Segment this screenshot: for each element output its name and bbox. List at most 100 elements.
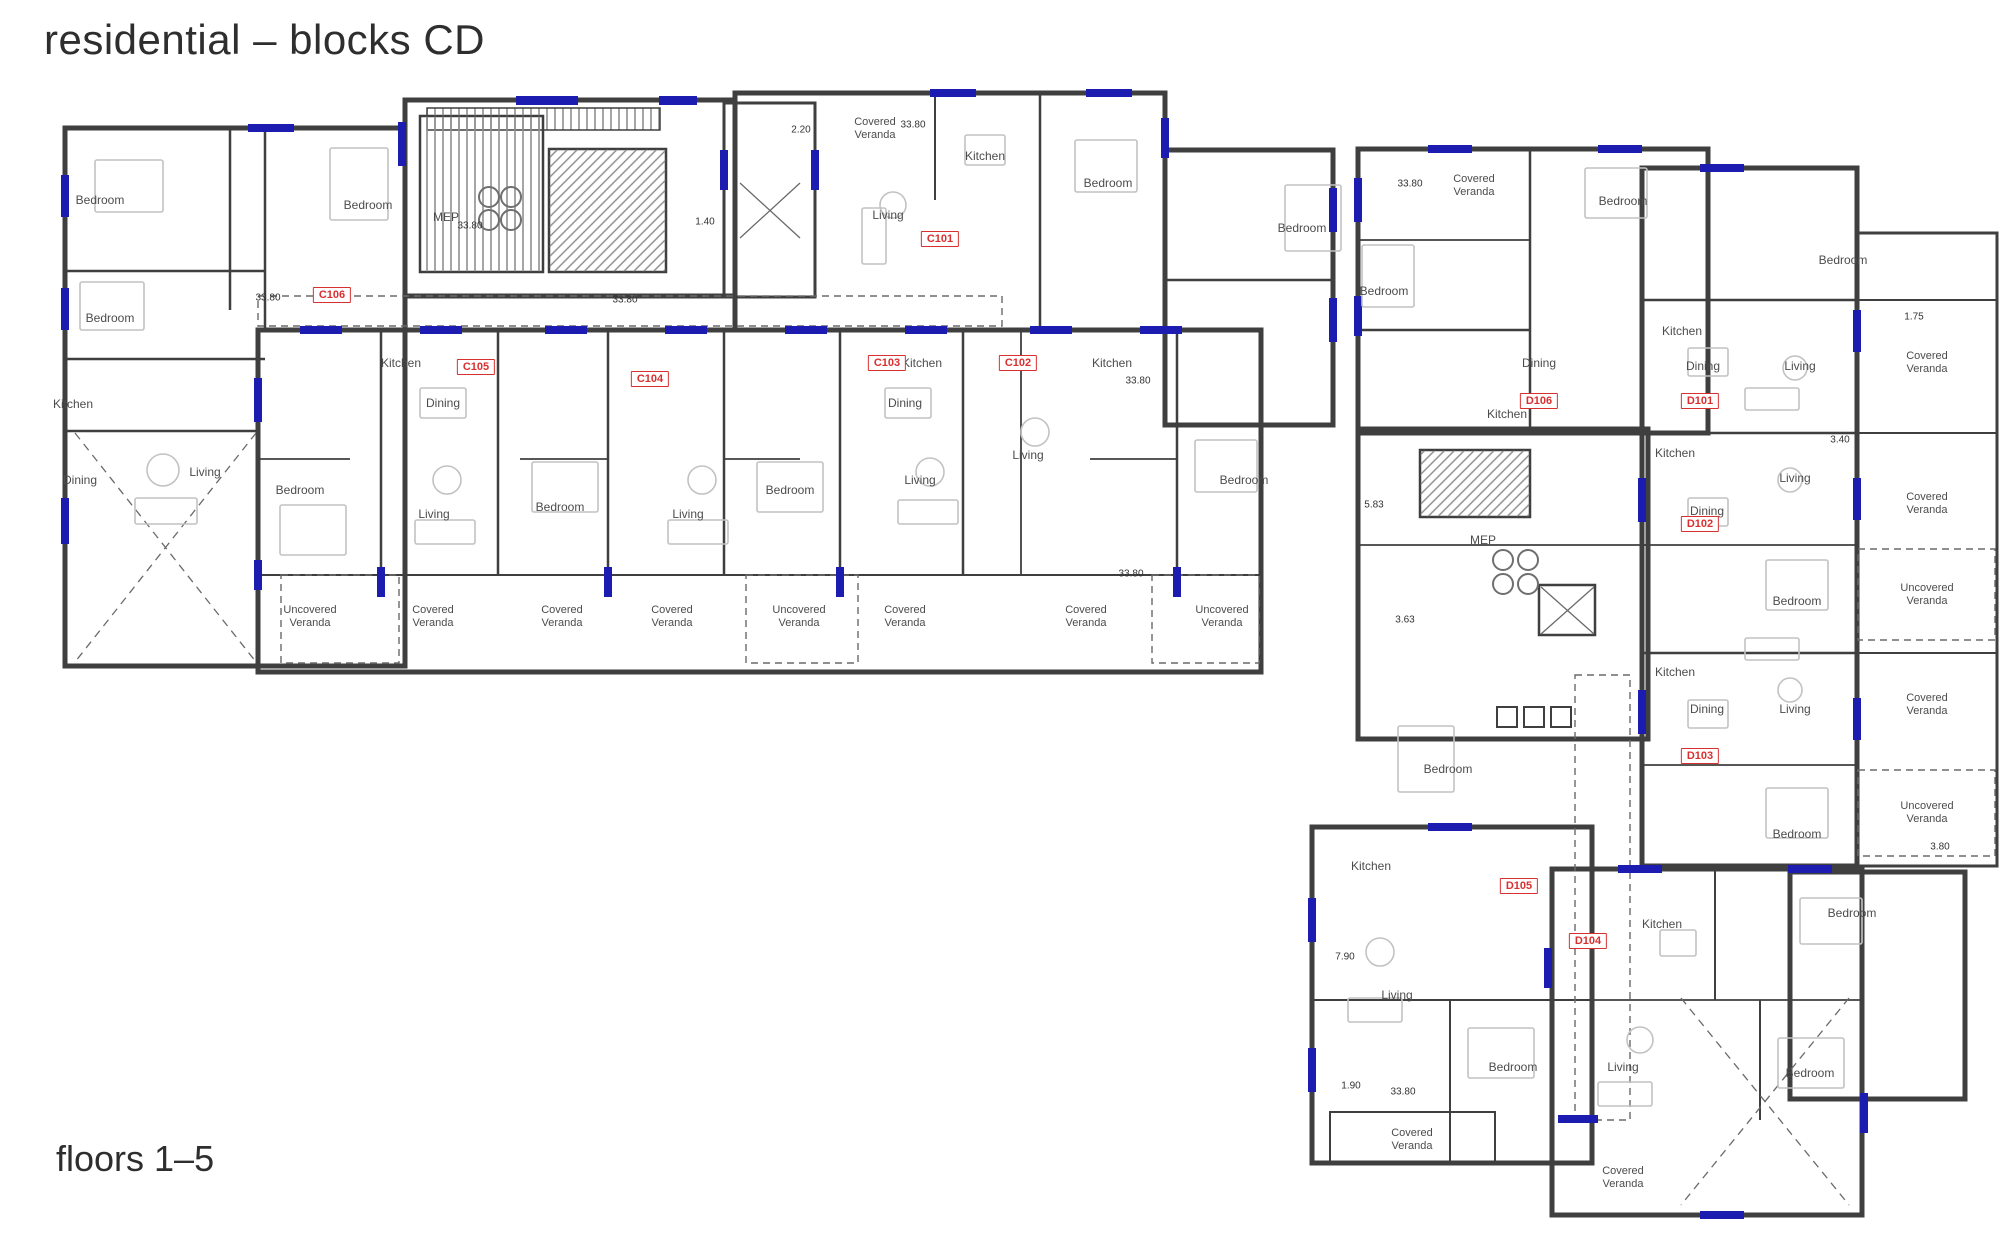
accent-wall-segment bbox=[720, 150, 728, 190]
accent-wall-segment bbox=[659, 96, 697, 105]
accent-wall-segment bbox=[1618, 865, 1662, 873]
dashed-boundary bbox=[1857, 769, 1996, 857]
hatch-area bbox=[1419, 449, 1531, 518]
dashed-boundary bbox=[280, 574, 400, 664]
accent-wall-segment bbox=[248, 124, 294, 132]
mep-equipment-circle bbox=[1492, 573, 1514, 595]
furniture-item bbox=[1744, 387, 1800, 411]
mep-equipment-circle bbox=[1517, 573, 1539, 595]
accent-wall-segment bbox=[811, 150, 819, 190]
veranda-diagonal-line bbox=[1680, 997, 1850, 1206]
elevator-cross-line bbox=[739, 182, 801, 239]
accent-wall-segment bbox=[545, 326, 587, 334]
accent-wall-segment bbox=[905, 326, 947, 334]
elevator-cross-line bbox=[1540, 586, 1595, 635]
furniture-item bbox=[1194, 439, 1258, 493]
furniture-table bbox=[146, 453, 180, 487]
wall-outline bbox=[1355, 146, 1711, 436]
accent-wall-segment bbox=[1354, 178, 1362, 222]
wall-outline bbox=[1162, 147, 1336, 428]
accent-wall-segment bbox=[1638, 690, 1646, 734]
furniture-item bbox=[1397, 725, 1455, 793]
furniture-item bbox=[329, 147, 389, 221]
wall-outline bbox=[1329, 1111, 1496, 1165]
accent-wall-segment bbox=[61, 498, 69, 544]
wall-outline bbox=[1537, 583, 1597, 637]
accent-wall-segment bbox=[61, 288, 69, 330]
accent-wall-segment bbox=[1428, 823, 1472, 831]
accent-wall-segment bbox=[300, 326, 342, 334]
furniture-table bbox=[1626, 1026, 1654, 1054]
accent-wall-segment bbox=[1140, 326, 1182, 334]
accent-wall-segment bbox=[420, 326, 462, 334]
furniture-item bbox=[1765, 787, 1829, 839]
accent-wall-segment bbox=[254, 378, 262, 422]
accent-wall-segment bbox=[1853, 698, 1861, 740]
accent-wall-segment bbox=[665, 326, 707, 334]
furniture-item bbox=[1347, 997, 1403, 1023]
furniture-table bbox=[1020, 417, 1050, 447]
furniture-item bbox=[897, 499, 959, 525]
furniture-item bbox=[964, 134, 1006, 166]
accent-wall-segment bbox=[1161, 118, 1169, 158]
furniture-table bbox=[1365, 937, 1395, 967]
mep-equipment-circle bbox=[478, 209, 500, 231]
wall-outline bbox=[1855, 231, 1999, 868]
wall-outline bbox=[1496, 706, 1518, 728]
furniture-item bbox=[1765, 559, 1829, 611]
accent-wall-segment bbox=[1308, 898, 1316, 942]
furniture-item bbox=[1777, 1037, 1845, 1089]
wall-outline bbox=[62, 125, 408, 669]
accent-wall-segment bbox=[398, 122, 406, 166]
accent-wall-segment bbox=[254, 560, 262, 590]
mep-equipment-circle bbox=[500, 186, 522, 208]
furniture-table bbox=[1782, 355, 1808, 381]
wall-outline bbox=[1355, 426, 1651, 742]
wall-outline bbox=[255, 327, 1264, 675]
furniture-item bbox=[1584, 167, 1648, 219]
furniture-item bbox=[1659, 929, 1697, 957]
wall-outline bbox=[1550, 706, 1572, 728]
wall-outline bbox=[1639, 165, 1860, 869]
furniture-item bbox=[884, 387, 932, 419]
furniture-table bbox=[1777, 467, 1803, 493]
accent-wall-segment bbox=[516, 96, 578, 105]
accent-wall-segment bbox=[1700, 1211, 1744, 1219]
page-title: residential – blocks CD bbox=[44, 16, 486, 63]
furniture-item bbox=[756, 461, 824, 513]
floors-label: floors 1–5 bbox=[56, 1138, 215, 1179]
furniture-item bbox=[1361, 244, 1415, 308]
accent-wall-segment bbox=[930, 89, 976, 97]
accent-wall-segment bbox=[1030, 326, 1072, 334]
wall-outline bbox=[722, 101, 817, 299]
furniture-item bbox=[94, 159, 164, 213]
accent-wall-segment bbox=[836, 567, 844, 597]
accent-wall-segment bbox=[1638, 478, 1646, 522]
furniture-item bbox=[1074, 139, 1138, 193]
mep-equipment-circle bbox=[1492, 549, 1514, 571]
accent-wall-segment bbox=[1308, 1048, 1316, 1092]
wall-outline bbox=[732, 90, 1168, 333]
mep-equipment-circle bbox=[1517, 549, 1539, 571]
accent-wall-segment bbox=[785, 326, 827, 334]
accent-wall-segment bbox=[1700, 164, 1744, 172]
dashed-boundary bbox=[257, 295, 1003, 327]
furniture-item bbox=[667, 519, 729, 545]
veranda-diagonal-line bbox=[74, 432, 257, 663]
furniture-table bbox=[1777, 677, 1803, 703]
hatch-area bbox=[419, 115, 544, 273]
accent-wall-segment bbox=[1329, 298, 1337, 342]
dashed-boundary bbox=[1857, 548, 1996, 641]
dashed-boundary bbox=[1151, 574, 1260, 664]
accent-wall-segment bbox=[1860, 1093, 1868, 1133]
wall-outline bbox=[1787, 869, 1968, 1102]
furniture-item bbox=[1744, 637, 1800, 661]
accent-wall-segment bbox=[61, 175, 69, 217]
accent-wall-segment bbox=[1853, 310, 1861, 352]
furniture-item bbox=[1467, 1027, 1535, 1079]
accent-wall-segment bbox=[377, 567, 385, 597]
furniture-item bbox=[279, 504, 347, 556]
furniture-item bbox=[419, 387, 467, 419]
furniture-item bbox=[1597, 1081, 1653, 1107]
